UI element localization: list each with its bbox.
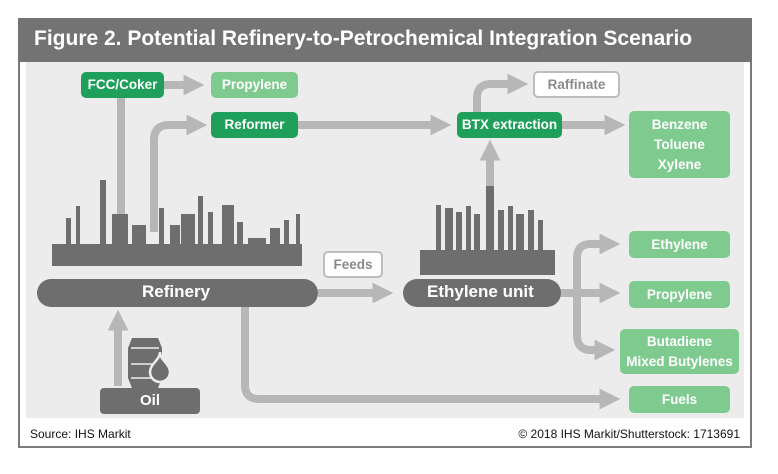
feeds-box: Feeds — [323, 251, 383, 278]
fcc-coker-label: FCC/Coker — [87, 77, 158, 92]
oil-barrel-icon — [128, 338, 172, 388]
ethylene-unit-label: Ethylene unit — [427, 282, 534, 301]
btx-extraction-box: BTX extraction — [457, 112, 562, 138]
propylene-top-label: Propylene — [221, 77, 288, 92]
propylene-right-label: Propylene — [646, 286, 713, 302]
ethylene-box: Ethylene — [629, 231, 730, 258]
copyright-note: © 2018 IHS Markit/Shutterstock: 1713691 — [518, 427, 740, 441]
reformer-label: Reformer — [224, 117, 285, 132]
raffinate-box: Raffinate — [533, 71, 620, 98]
btx-extraction-label: BTX extraction — [461, 117, 558, 132]
mixed-butylenes-label: Mixed Butylenes — [626, 353, 733, 369]
aromatics-box: Benzene Toluene Xylene — [629, 111, 730, 178]
benzene-label: Benzene — [651, 116, 708, 132]
raffinate-label: Raffinate — [547, 76, 606, 92]
arrow-branch-c4 — [573, 293, 616, 361]
arrow-branch-ethylene — [560, 233, 621, 297]
toluene-label: Toluene — [654, 136, 705, 152]
ethylene-label: Ethylene — [651, 236, 708, 252]
ethylene-unit-silhouette — [403, 186, 561, 307]
fuels-box: Fuels — [629, 386, 730, 413]
refinery-silhouette — [37, 180, 318, 307]
figure-title: Figure 2. Potential Refinery-to-Petroche… — [34, 27, 693, 50]
title-bar: Figure 2. Potential Refinery-to-Petroche… — [18, 18, 752, 62]
oil-label: Oil — [139, 392, 160, 409]
reformer-box: Reformer — [211, 112, 298, 138]
c4-box: Butadiene Mixed Butylenes — [620, 329, 739, 374]
xylene-label: Xylene — [657, 156, 702, 172]
butadiene-label: Butadiene — [646, 333, 713, 349]
arrow-refinery-to-reformer — [150, 114, 208, 232]
arrow-refinery-to-fuels — [241, 302, 621, 410]
source-note: Source: IHS Markit — [30, 427, 131, 441]
propylene-top-box: Propylene — [211, 72, 298, 98]
arrow-btx-to-raffinate — [473, 73, 529, 114]
oil-box: Oil — [100, 388, 200, 414]
feeds-label: Feeds — [333, 256, 373, 272]
fuels-label: Fuels — [661, 391, 698, 407]
fcc-coker-box: FCC/Coker — [81, 72, 164, 98]
propylene-right-box: Propylene — [629, 281, 730, 308]
refinery-label: Refinery — [142, 282, 211, 301]
